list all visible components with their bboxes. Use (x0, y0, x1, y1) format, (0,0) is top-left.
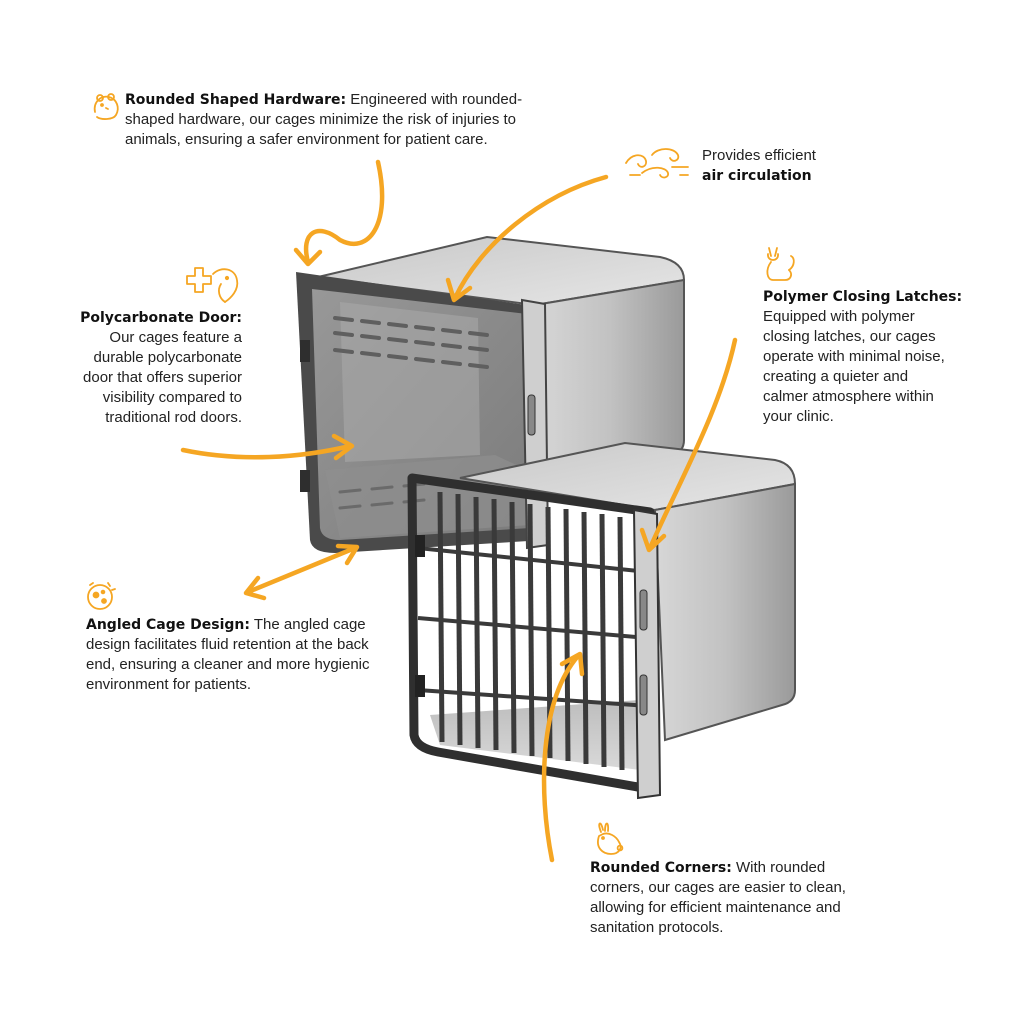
callout-hardware-line3: animals, ensuring a safer environment fo… (125, 131, 488, 148)
callout-corners-line2: corners, our cages are easier to clean, (590, 879, 846, 896)
callout-corners-line3: allowing for efficient maintenance and (590, 899, 841, 916)
arrow-air (452, 174, 609, 301)
germ-bubble-icon (87, 582, 116, 610)
callout-door-line3: door that offers superior (83, 369, 242, 386)
callout-hardware: Rounded Shaped Hardware: Engineered with… (125, 90, 565, 150)
callout-hardware-line2: shaped hardware, our cages minimize the … (125, 111, 517, 128)
callout-corners: Rounded Corners: With rounded corners, o… (590, 858, 890, 938)
callout-corners-line1: With rounded (736, 859, 826, 876)
air-swirl-icon (625, 148, 689, 179)
callout-door-title: Polycarbonate Door: (80, 310, 242, 326)
callout-corners-title: Rounded Corners: (590, 860, 732, 876)
callout-air-line1: Provides efficient (702, 147, 816, 164)
upper-cage (296, 235, 686, 553)
arrow-corners (541, 653, 581, 863)
arrow-corners-head (559, 651, 585, 677)
dog-cat-medical-icon (186, 267, 239, 303)
arrow-hardware (304, 159, 385, 265)
arrow-hardware-head (293, 247, 323, 267)
callout-door: Polycarbonate Door: Our cages feature a … (42, 308, 242, 428)
lower-cage (407, 441, 797, 800)
callout-door-line4: visibility compared to (102, 389, 242, 406)
arrow-latches (647, 337, 738, 551)
callout-angled-line3: end, ensuring a cleaner and more hygieni… (86, 656, 370, 673)
callout-latches-line2: closing latches, our cages (763, 328, 936, 345)
arrow-angled (245, 545, 358, 595)
callout-angled-title: Angled Cage Design: (86, 617, 250, 633)
callout-latches-line5: calmer atmosphere within (763, 388, 934, 405)
arrow-angled-head-a (243, 575, 267, 601)
callout-angled-line4: environment for patients. (86, 676, 252, 693)
callout-latches-line4: creating a quieter and (763, 368, 909, 385)
callout-angled-line2: design facilitates fluid retention at th… (86, 636, 369, 653)
callout-door-line5: traditional rod doors. (105, 409, 242, 426)
callout-latches-line6: your clinic. (763, 408, 834, 425)
callout-door-line1: Our cages feature a (109, 329, 242, 346)
callout-door-line2: durable polycarbonate (93, 349, 242, 366)
callout-air-bold: air circulation (702, 168, 812, 184)
callout-air: Provides efficient air circulation (702, 146, 902, 186)
callout-latches-line1: Equipped with polymer (763, 308, 915, 325)
callout-hardware-title: Rounded Shaped Hardware: (125, 92, 347, 108)
arrow-door (180, 443, 353, 460)
callout-latches-line3: operate with minimal noise, (763, 348, 945, 365)
arrow-door-head (331, 433, 355, 461)
cat-icon (766, 247, 795, 281)
arrow-angled-head-b (335, 543, 360, 566)
callout-arrows (180, 159, 738, 863)
arrow-latches-head (639, 527, 667, 553)
callout-angled: Angled Cage Design: The angled cage desi… (86, 615, 416, 695)
callout-latches-title: Polymer Closing Latches: (763, 289, 963, 305)
rabbit-icon (597, 822, 624, 855)
hamster-icon (93, 93, 119, 120)
callout-latches: Polymer Closing Latches: Equipped with p… (763, 287, 1003, 427)
callout-corners-line4: sanitation protocols. (590, 919, 724, 936)
callout-hardware-line1: Engineered with rounded- (350, 91, 523, 108)
callout-angled-line1: The angled cage (253, 616, 366, 633)
arrow-air-head (445, 277, 473, 303)
